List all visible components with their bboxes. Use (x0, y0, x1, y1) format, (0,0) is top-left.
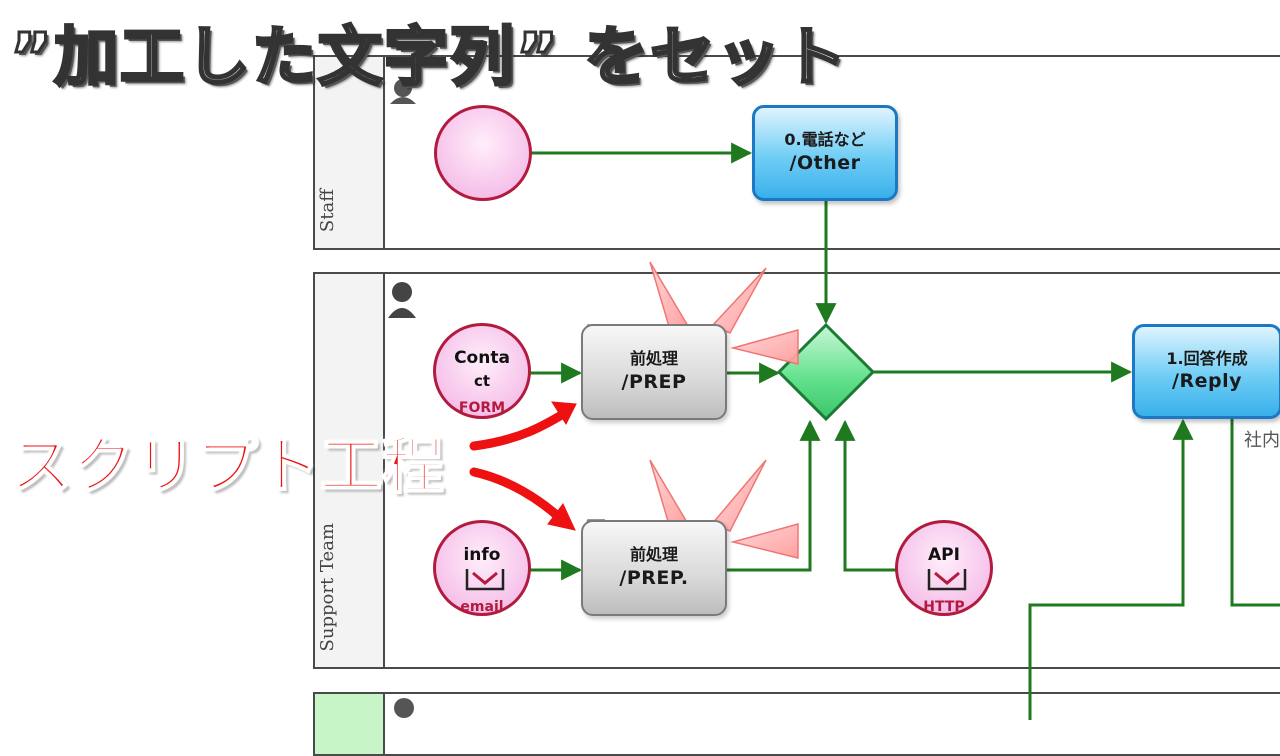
envelope-icon (465, 569, 505, 591)
start-event-contact-form[interactable]: Conta ct FORM (433, 323, 531, 419)
person-icon (390, 79, 416, 104)
cutoff-label: 社内 (1244, 430, 1280, 451)
person-icon (388, 282, 416, 318)
lane-header-support-team: Support Team (315, 274, 385, 667)
lane-header-staff: Staff (315, 57, 385, 248)
start-event-info-email[interactable]: info email (433, 520, 531, 616)
highlight-ray-icon (730, 523, 799, 559)
annotation-script-step: スクリプト工程 (9, 428, 445, 503)
task-reply-line2: /Reply (1172, 370, 1242, 393)
curved-arrow-icon (469, 408, 570, 451)
person-icon (394, 698, 414, 718)
flow-api-to-gateway (834, 419, 896, 572)
task-other-line1: 0.電話など (784, 130, 866, 150)
event-api-sub: HTTP (923, 599, 965, 615)
event-info-text: info (463, 545, 501, 565)
envelope-icon (927, 569, 967, 591)
flow-connectors (388, 79, 1280, 720)
event-info-sub: email (460, 599, 504, 615)
task-reply[interactable]: 1.回答作成 /Reply (1132, 324, 1280, 419)
task-prep[interactable]: 前処理 /PREP (581, 324, 727, 420)
curved-arrow-icon (469, 467, 565, 523)
event-contact-sub: FORM (458, 400, 506, 416)
task-prep2-line2: /PREP. (619, 566, 689, 589)
highlight-ray-icon (730, 329, 799, 365)
highlight-ray-icon (649, 261, 690, 331)
task-other[interactable]: 0.電話など /Other (752, 105, 898, 201)
event-contact-text1: Conta (454, 348, 510, 368)
overlay-title: ”加工した文字列” をセット (8, 20, 849, 97)
highlight-ray-icon (710, 267, 767, 334)
highlight-ray-icon (649, 459, 690, 529)
task-reply-line1: 1.回答作成 (1166, 348, 1248, 368)
event-api-text: API (928, 545, 960, 565)
task-prep-line1: 前処理 (629, 349, 678, 369)
diagram-canvas: Staff Support Team (8, 20, 1280, 756)
task-other-line2: /Other (789, 151, 861, 174)
start-event-staff[interactable] (434, 105, 532, 201)
task-prep2-line1: 前処理 (629, 545, 678, 565)
task-prep-2[interactable]: 前処理 /PREP. (581, 520, 727, 616)
start-event-api-http[interactable]: API HTTP (895, 520, 993, 616)
flow-prep2-to-gateway (726, 419, 821, 572)
flow-bottom-to-reply (1028, 418, 1194, 720)
event-contact-text2: ct (473, 372, 491, 390)
flow-reply-right (1230, 415, 1280, 607)
task-prep-line2: /PREP (621, 370, 687, 393)
